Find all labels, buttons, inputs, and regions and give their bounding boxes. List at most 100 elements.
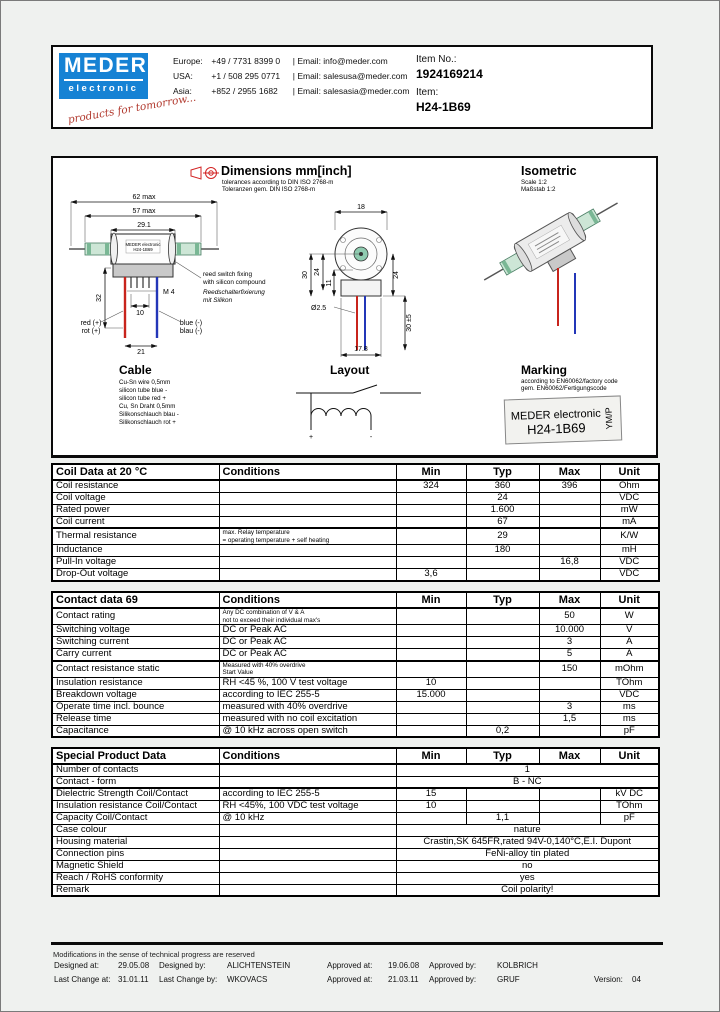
cell-typ — [465, 568, 540, 582]
cell-label: Reach / RoHS conformity — [51, 871, 220, 885]
cell-label: Magnetic Shield — [51, 859, 220, 873]
cell-typ — [465, 799, 540, 813]
item-label: Item: — [416, 87, 439, 98]
cell-unit: VDC — [599, 568, 660, 582]
cell-conditions — [218, 515, 397, 529]
cell-label: Pull-In voltage — [51, 556, 220, 570]
table-title: Coil Data at 20 °C — [51, 463, 220, 481]
cell-value-span: yes — [395, 871, 660, 885]
marking-sub-en: according to EN60062/factory code — [521, 378, 618, 385]
cell-unit: mOhm — [599, 659, 660, 678]
region-label: Europe: — [173, 56, 203, 66]
cell-typ: 0,2 — [465, 724, 540, 738]
col-conditions: Conditions — [218, 463, 397, 481]
cell-conditions — [218, 835, 397, 849]
cell-min: 10 — [395, 676, 467, 690]
col-typ: Typ — [465, 747, 540, 765]
cell-label: Insulation resistance Coil/Contact — [51, 799, 220, 813]
dim-24-right: 24 — [393, 271, 400, 279]
cell-conditions — [218, 763, 397, 777]
cable-line-1: Cu-Sn wire 0,5mm — [119, 379, 170, 386]
cell-unit: VDC — [599, 491, 660, 505]
dim-62-max: 62 max — [133, 194, 156, 201]
cell-max: 3 — [538, 636, 601, 650]
approved-by2-label: Approved by: — [429, 975, 477, 984]
cell-typ — [465, 688, 540, 702]
item-value: H24-1B69 — [416, 100, 471, 114]
item-block: Item No.: 1924169214 Item: H24-1B69 — [416, 54, 483, 120]
dim-30: 30 — [302, 271, 309, 279]
designed-at-label: Designed at: — [54, 961, 99, 970]
cell-label: Capacitance — [51, 724, 220, 738]
mounting-bracket — [112, 263, 174, 278]
cell-max: 10.000 — [538, 624, 601, 638]
cell-unit: V — [599, 624, 660, 638]
cell-unit: ms — [599, 712, 660, 726]
marking-label-line2: H24-1B69 — [527, 420, 586, 437]
cell-typ — [465, 636, 540, 650]
modifications-note: Modifications in the sense of technical … — [53, 950, 255, 959]
col-min: Min — [395, 747, 467, 765]
fixing-note-de-2: mit Silikon — [203, 297, 233, 304]
dim-30-plusminus-5: 30 ±5 — [406, 314, 413, 332]
fixing-note-en-2: with silicon compound — [202, 279, 266, 286]
cell-max — [538, 688, 601, 702]
cell-max: 396 — [538, 479, 601, 493]
marking-label-line1: MEDER electronic — [511, 408, 602, 423]
fixing-note-de-1: Reedschalterfixierung — [203, 289, 265, 296]
cell-min — [395, 503, 467, 517]
layout-schematic — [296, 384, 421, 430]
cell-max — [538, 515, 601, 529]
cell-typ: 360 — [465, 479, 540, 493]
dim-57-max: 57 max — [133, 208, 156, 215]
cell-unit: TOhm — [599, 799, 660, 813]
cable-line-6: Silikonschlauch rot + — [119, 419, 176, 426]
isometric-drawing — [483, 202, 618, 281]
body-label-line1: MEDER electronic — [125, 242, 161, 247]
col-unit: Unit — [599, 463, 660, 481]
phone-number: +49 / 7731 8399 0 — [211, 56, 281, 66]
dim-10: 10 — [136, 310, 144, 317]
side-view-drawing: 62 max 57 max 29.1 — [69, 194, 266, 356]
cell-conditions — [218, 871, 397, 885]
col-typ: Typ — [465, 463, 540, 481]
cell-unit: K/W — [599, 527, 660, 546]
region-label: USA: — [173, 71, 193, 81]
cell-max — [538, 799, 601, 813]
cell-min — [395, 712, 467, 726]
cell-label: Switching current — [51, 636, 220, 650]
cell-max: 50 — [538, 607, 601, 626]
cell-max — [538, 503, 601, 517]
cell-min — [395, 659, 467, 678]
designed-by-label: Designed by: — [159, 961, 206, 970]
designed-at-value: 29.05.08 — [118, 961, 150, 970]
cell-min — [395, 700, 467, 714]
cell-typ — [465, 659, 540, 678]
cell-label: Thermal resistance — [51, 527, 220, 546]
approved-by-value: KOLBRICH — [497, 961, 538, 970]
cell-typ: 1,1 — [465, 811, 540, 825]
cell-unit: W — [599, 607, 660, 626]
footer-divider — [51, 942, 663, 945]
dimensions-title: Dimensions mm[inch] — [221, 164, 352, 178]
cable-line-4: Cu, Sn Draht 0,5mm — [119, 403, 175, 410]
cell-label: Capacity Coil/Contact — [51, 811, 220, 825]
cell-typ: 1.600 — [465, 503, 540, 517]
dim-29-1: 29.1 — [137, 222, 151, 229]
cell-value-span: Crastin,SK 645FR,rated 94V-0,140°C,E.I. … — [395, 835, 660, 849]
cell-min: 324 — [395, 479, 467, 493]
cell-label: Case colour — [51, 823, 220, 837]
cell-label: Contact - form — [51, 775, 220, 789]
cell-min — [395, 811, 467, 825]
cell-value-span: 1 — [395, 763, 660, 777]
col-typ: Typ — [465, 591, 540, 609]
cell-unit: pF — [599, 811, 660, 825]
cable-sleeve-left — [84, 242, 112, 256]
dim-24: 24 — [314, 268, 321, 276]
cell-label: Coil voltage — [51, 491, 220, 505]
